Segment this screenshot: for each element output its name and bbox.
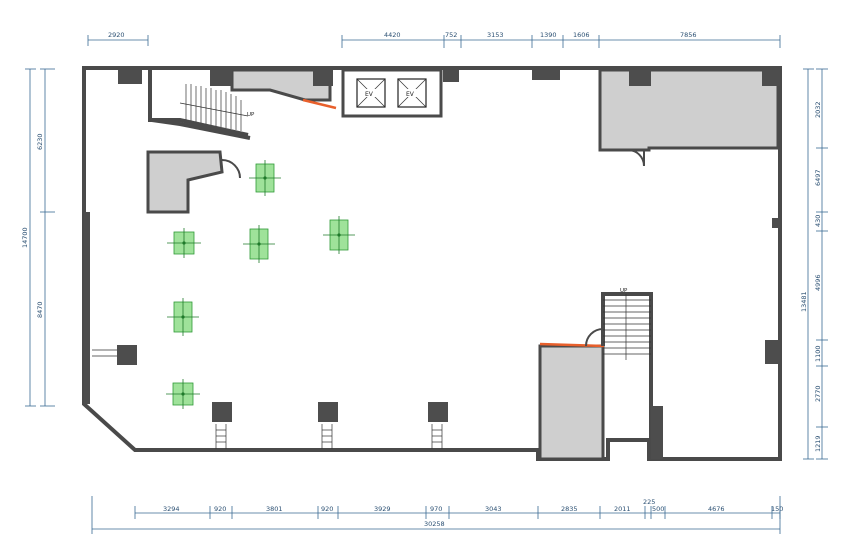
column <box>629 70 651 86</box>
dim-left-1: 6230 <box>36 133 44 150</box>
left-dimensions: 14700 6230 8470 <box>21 68 55 407</box>
dim-right-7: 1219 <box>814 435 822 452</box>
dim-bottom-10: 225 <box>643 498 655 506</box>
column <box>212 402 232 422</box>
column <box>118 70 142 84</box>
door-swing-bottom-right <box>585 328 604 347</box>
column <box>117 345 137 365</box>
dim-top-6: 1606 <box>573 31 590 39</box>
column <box>765 340 780 364</box>
bottom-dimensions: 3294 920 3801 920 3929 970 3043 2835 201… <box>91 496 783 534</box>
column <box>651 406 663 459</box>
column <box>313 70 333 86</box>
marker <box>167 228 201 258</box>
bottom-right-room <box>538 344 605 461</box>
stair-up-label-top: UP <box>247 112 255 118</box>
elevator-right-label: EV <box>406 91 415 98</box>
dim-top-2: 4420 <box>384 31 401 39</box>
dim-bottom-13: 150 <box>771 505 783 513</box>
stair-up-label-right: UP <box>620 288 628 294</box>
stair-top-left <box>179 84 249 131</box>
dim-right-1: 2032 <box>814 101 822 118</box>
dim-right-2: 6497 <box>814 169 822 186</box>
dim-right-5: 1100 <box>814 345 822 362</box>
column <box>532 70 560 80</box>
door-swing-top-right <box>627 149 645 167</box>
green-markers <box>166 160 355 409</box>
dim-bottom-5: 3929 <box>374 505 391 513</box>
dim-top-1: 2920 <box>108 31 125 39</box>
dim-right-total: 13481 <box>800 291 808 312</box>
door-swing-l-room <box>221 159 241 179</box>
right-stair-wall <box>601 292 653 440</box>
elevator-left-label: EV <box>365 91 374 98</box>
column <box>762 70 780 86</box>
dim-bottom-9: 2011 <box>614 505 631 513</box>
column-steps <box>92 349 443 449</box>
dim-right-6: 2770 <box>814 385 822 402</box>
wall-segment-left <box>84 212 90 404</box>
dim-right-4: 4996 <box>814 274 822 291</box>
dim-top-5: 1390 <box>540 31 557 39</box>
stair-right <box>603 294 651 360</box>
dim-top-7: 7856 <box>680 31 697 39</box>
marker <box>166 379 200 409</box>
marker <box>243 225 275 263</box>
dim-top-4: 3153 <box>487 31 504 39</box>
marker <box>167 298 199 336</box>
dim-top-3: 752 <box>445 31 457 39</box>
dim-bottom-2: 920 <box>214 505 226 513</box>
dim-right-3: 430 <box>814 215 822 227</box>
orange-marker-top <box>302 98 337 110</box>
dim-bottom-8: 2835 <box>561 505 578 513</box>
marker <box>323 216 355 254</box>
right-dimensions: 13481 2032 6497 430 4996 1100 2770 1219 <box>800 68 828 460</box>
column <box>318 402 338 422</box>
top-dimensions: 2920 4420 752 3153 1390 1606 7856 <box>87 31 781 48</box>
orange-marker-bottom <box>539 342 605 348</box>
marker <box>249 160 281 196</box>
dim-bottom-6: 970 <box>430 505 442 513</box>
column <box>210 70 232 86</box>
structural-columns <box>84 70 780 459</box>
dim-bottom-3: 3801 <box>266 505 283 513</box>
column <box>772 218 780 228</box>
column <box>428 402 448 422</box>
dim-bottom-11: 500 <box>652 505 664 513</box>
dim-bottom-4: 920 <box>321 505 333 513</box>
dim-bottom-12: 4676 <box>708 505 725 513</box>
outer-wall <box>82 66 782 461</box>
dim-left-total: 14700 <box>21 227 29 248</box>
top-right-room <box>598 68 780 152</box>
dim-bottom-7: 3043 <box>485 505 502 513</box>
l-shaped-room <box>146 150 224 214</box>
column <box>443 70 459 82</box>
dim-bottom-1: 3294 <box>163 505 180 513</box>
dim-left-2: 8470 <box>36 301 44 318</box>
dim-bottom-total: 30258 <box>424 520 445 528</box>
